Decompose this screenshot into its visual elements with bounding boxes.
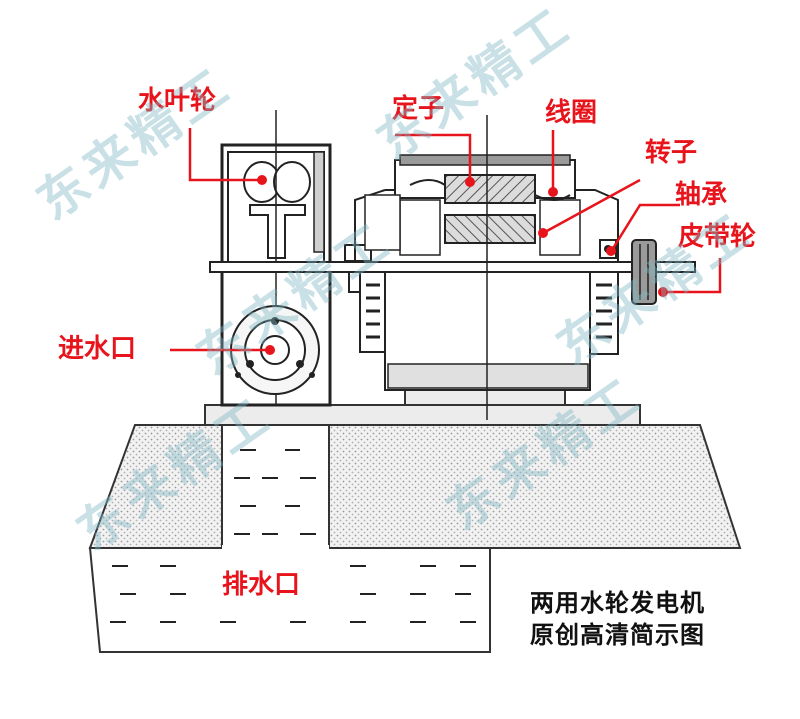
label-pulley: 皮带轮 (678, 222, 757, 252)
foundation-ground (88, 424, 742, 549)
caption-line-1: 两用水轮发电机 (530, 589, 705, 617)
label-coil: 线圈 (545, 98, 598, 128)
water-pool (88, 547, 491, 653)
caption-line-2: 原创高清简示图 (530, 621, 705, 649)
label-bearing: 轴承 (675, 180, 728, 210)
pulley (631, 239, 657, 305)
impeller-blade-right (273, 161, 311, 203)
label-stator: 定子 (392, 94, 445, 124)
main-shaft (209, 261, 696, 273)
stator-core-top (444, 174, 536, 204)
stator-core-bottom (444, 214, 536, 244)
label-inlet: 进水口 (58, 334, 137, 364)
label-outlet: 排水口 (222, 570, 301, 600)
label-impeller: 水叶轮 (138, 86, 217, 116)
water-lines (110, 449, 476, 623)
leader-lines (170, 128, 722, 352)
label-rotor: 转子 (645, 138, 698, 168)
motor-base (404, 389, 566, 406)
base-plate (204, 404, 641, 426)
water-channel-vertical (221, 424, 330, 551)
leader-dots (257, 175, 668, 355)
